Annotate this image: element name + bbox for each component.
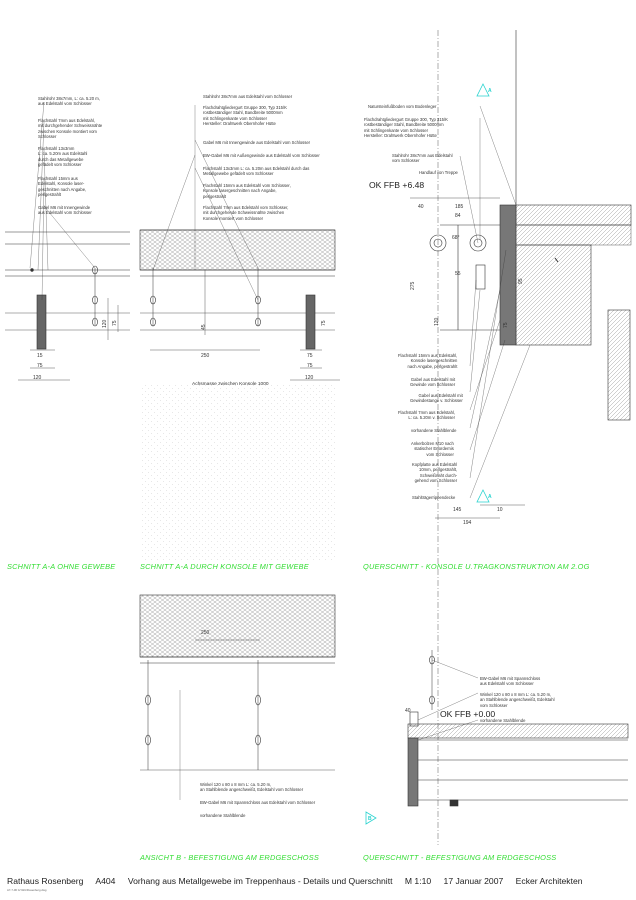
level-lower: OK FFB +0.00: [440, 709, 496, 719]
marker-letter-a-top: A: [488, 88, 492, 94]
label-b-flachdraht: Flachdrahtgliedergurt Gruppe 300, Typ 31…: [203, 105, 287, 127]
footer-project: Rathaus Rosenberg: [7, 876, 84, 886]
dim-a-120: 120: [33, 375, 42, 381]
label-c-stahlblende: vorhandene Stahlblende: [411, 428, 457, 433]
section-marker-b: [365, 811, 377, 825]
dim-c-40: 40: [418, 204, 424, 210]
footer-small-print: A7-7-06 G:\WU\Rosenberg.dwg: [7, 888, 47, 892]
footer-scale: M 1:10: [404, 876, 432, 886]
label-b-flachstahl-13: Flachstahl 13x3mm L: ca. 5.20m aus Edels…: [203, 166, 310, 177]
label-c-flachstahl-7: Flachstahl 7mm aus Edelstahl, L: ca. 5.2…: [398, 410, 456, 421]
label-b-flachstahl-7: Flachstahl 7mm aus Edelstahl vom Schloss…: [203, 205, 289, 221]
marker-letter-a-bottom: A: [488, 494, 492, 500]
dim-c-75: 75: [503, 322, 509, 328]
level-upper: OK FFB +6.48: [369, 180, 425, 190]
footer-description: Vorhang aus Metallgewebe im Treppenhaus …: [127, 876, 393, 886]
label-c-gabel-stange: Gabel aus Edelstahl mit Gewindestange v.…: [410, 393, 463, 404]
label-a-stahlrohr: Stahlrohr 38x7mm, L: ca. 5.20 m, aus Ede…: [38, 96, 100, 107]
label-b-gabel: Gabel M6 mit Innengewinde aus Edelstahl …: [203, 140, 311, 145]
dim-c-84: 84: [455, 213, 461, 219]
title-section-a: SCHNITT A-A OHNE GEWEBE: [7, 562, 116, 571]
dim-c-185: 185: [455, 204, 464, 210]
title-section-e: QUERSCHNITT - BEFESTIGUNG AM ERDGESCHOSS: [363, 853, 557, 862]
dim-c-55: 55: [455, 271, 461, 277]
label-c-ankerbolzen: Ankerbolzen M10 nach statischer Erforder…: [411, 441, 454, 457]
dim-b-250: 250: [201, 353, 210, 359]
title-block: Rathaus Rosenberg A404 Vorhang aus Metal…: [7, 876, 583, 886]
label-c-stahlrohr: Stahlrohr 38x7mm aus Edelstahl vom Schlo…: [392, 153, 453, 164]
label-c-naturstein: Natursteinfußboden vom Bodenleger: [368, 104, 437, 109]
label-b-bw-gabel: BW-Gabel M6 mit Außengewinde aus Edelsta…: [203, 153, 320, 158]
dim-a-75: 75: [37, 363, 43, 369]
section-marker-a-top: [476, 83, 490, 97]
label-b-stahlrohr: Stahlrohr 38x7mm aus Edelstahl vom Schlo…: [203, 94, 293, 99]
section-c-drawing: [410, 30, 632, 845]
label-a-flachstahl-7: Flachstahl 7mm aus Edelstahl, mit durchg…: [38, 118, 103, 140]
label-e-winkel: Winkel 120 x 80 x 8 mm L: ca. 5.20 m, an…: [480, 692, 555, 708]
title-section-c: QUERSCHNITT - KONSOLE U.TRAGKONSTRUKTION…: [363, 562, 590, 571]
section-e-drawing: [407, 650, 629, 807]
label-c-kopfplatte: Kopfplatte aus Edelstahl 10mm, perlgestr…: [412, 462, 458, 484]
dim-b-75b: 75: [307, 363, 313, 369]
label-d-bw-gabel: BW-Gabel M6 mit Spannschloss aus Edelsta…: [200, 800, 316, 805]
dim-c-194: 194: [463, 520, 472, 526]
dim-c-95: 95: [518, 278, 524, 284]
dim-b-45: 45: [201, 324, 207, 330]
label-c-flachdraht: Flachdrahtgliedergurt Gruppe 300, Typ 31…: [364, 117, 448, 139]
title-section-d: ANSICHT B - BEFESTIGUNG AM ERDGESCHOSS: [140, 853, 319, 862]
dim-d-250: 250: [201, 630, 210, 636]
dim-a-15: 15: [37, 353, 43, 359]
label-c-handlauf: Handlauf von Treppe: [419, 170, 458, 175]
note-achsmasse: Achsmasse zwischen Konsole 1000: [192, 382, 269, 387]
footer-date: 17 Januar 2007: [443, 876, 504, 886]
label-e-stahlblende: vorhandene Stahlblende: [480, 718, 526, 723]
dim-e-40: 40: [405, 708, 411, 714]
dim-c-68: 68°: [452, 235, 460, 241]
section-a-drawing: [5, 101, 130, 381]
label-c-stahltraeger: Stahlträgerrippendecke: [412, 495, 456, 500]
dim-b-75: 75: [307, 353, 313, 359]
footer-sheet: A404: [95, 876, 116, 886]
dim-a-v120: 120: [102, 319, 108, 328]
marker-letter-b: B: [368, 816, 372, 822]
label-d-stahlblende: vorhandene Stahlblende: [200, 813, 246, 818]
dim-a-v75: 75: [112, 320, 118, 326]
label-c-gabel-gewinde: Gabel aus Edelstahl mit Gewinde vom Schl…: [410, 377, 456, 388]
footer-office: Ecker Architekten: [515, 876, 583, 886]
dim-c-145: 145: [453, 507, 462, 513]
dim-b-v75: 75: [321, 320, 327, 326]
section-b-drawing: [139, 105, 340, 560]
dim-c-10: 10: [497, 507, 503, 513]
label-b-flachstahl-15: Flachstahl 15mm aus Edelstahl vom Schlos…: [203, 183, 291, 199]
dim-c-275: 275: [410, 281, 416, 290]
dim-b-120: 120: [305, 375, 314, 381]
section-marker-a-bottom: [476, 489, 490, 503]
label-c-flachstahl-15: Flachstahl 15mm aus Edelstahl, Konsole l…: [398, 353, 458, 369]
section-d-drawing: [139, 594, 336, 800]
label-e-bw-gabel: BW-Gabel M6 mit Spannschloss aus Edelsta…: [480, 676, 541, 687]
title-section-b: SCHNITT A-A DURCH KONSOLE MIT GEWEBE: [140, 562, 309, 571]
label-a-gabel: Gabel M6 mit Innengewinde aus Edelstahl …: [38, 205, 92, 216]
dim-c-120: 120: [434, 317, 440, 326]
label-a-flachstahl-13: Flachstahl 13x3mm L: ca. 5.20m aus Edels…: [38, 146, 88, 168]
label-a-flachstahl-15: Flachstahl 15mm aus Edelstahl, Konsole l…: [38, 176, 87, 198]
label-d-winkel: Winkel 120 x 80 x 8 mm L: ca. 5.20 m, an…: [200, 782, 304, 793]
